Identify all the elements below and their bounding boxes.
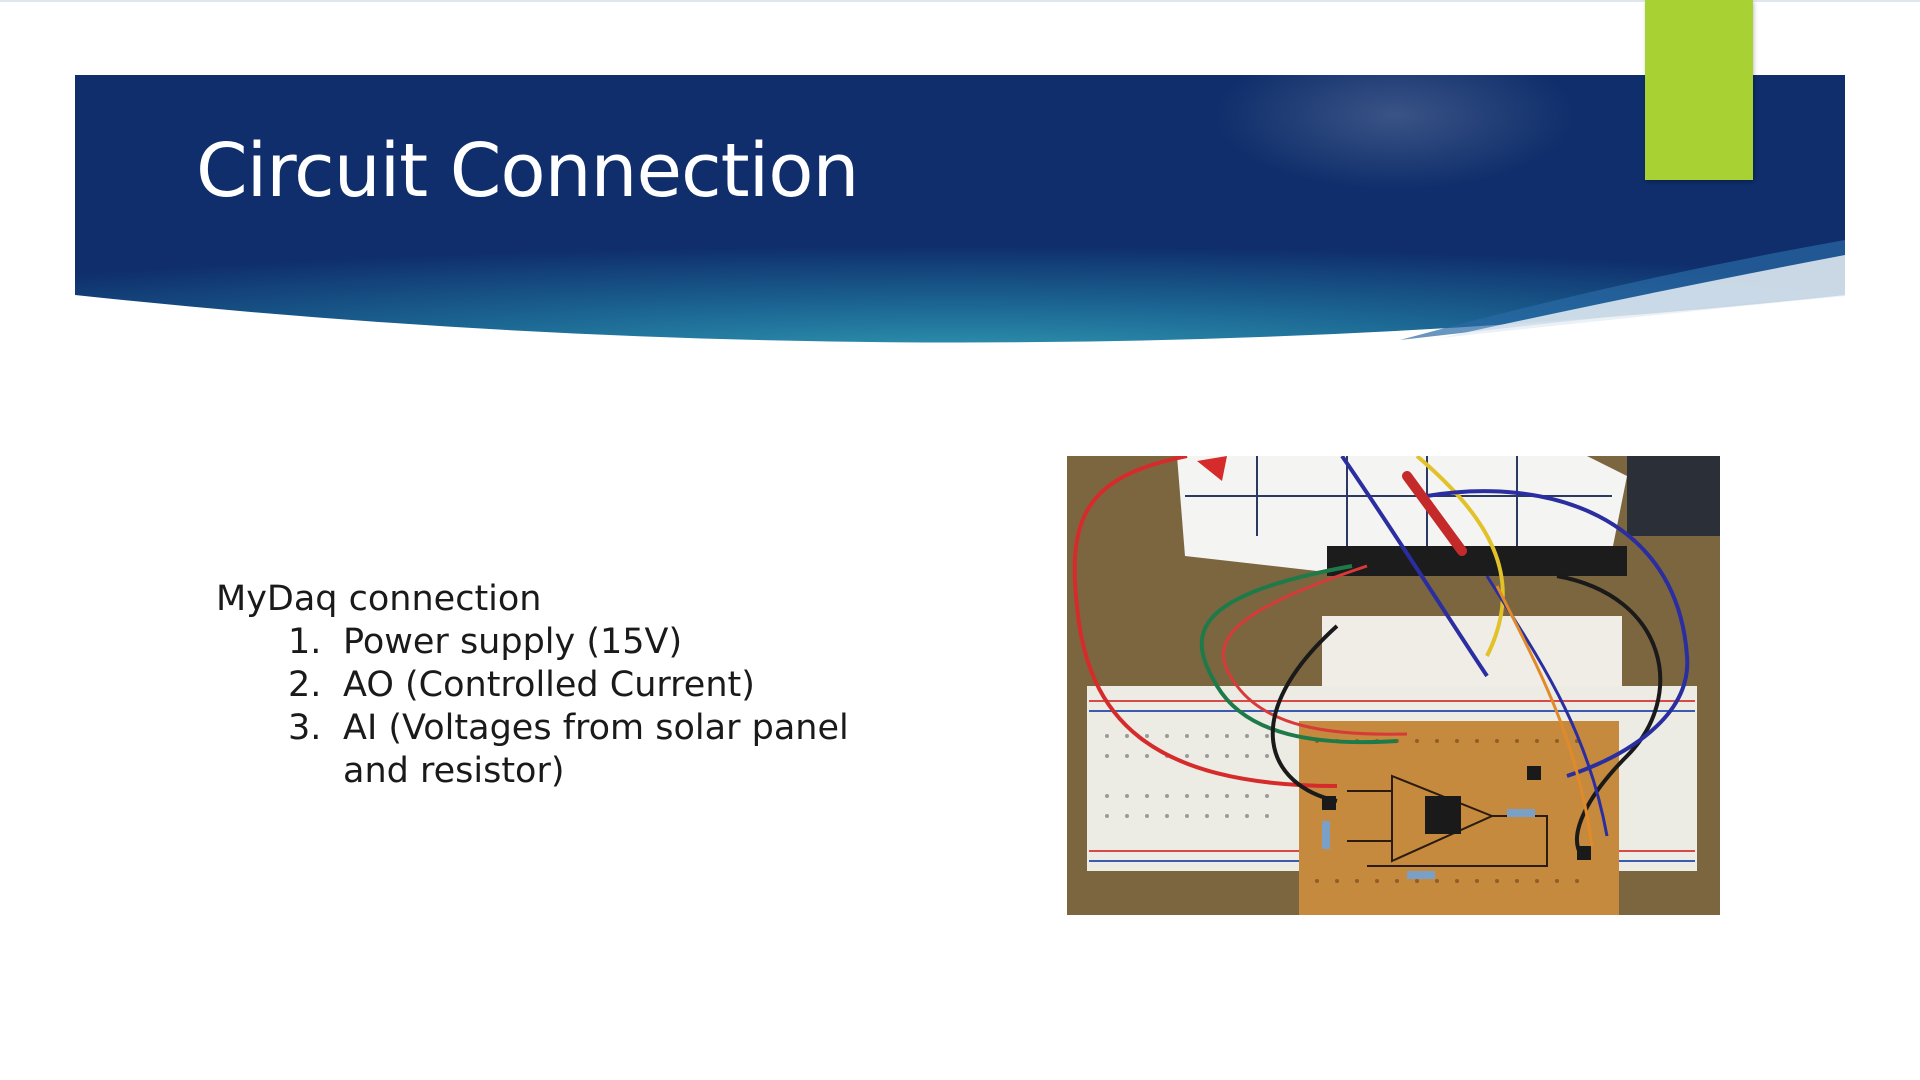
list-item: 2. AO (Controlled Current) — [216, 664, 916, 707]
list-number: 3. — [288, 708, 322, 748]
body-text: MyDaq connection 1. Power supply (15V) 2… — [216, 578, 916, 793]
list-item: 1. Power supply (15V) — [216, 621, 916, 664]
title-banner — [75, 40, 1845, 343]
connection-list: 1. Power supply (15V) 2. AO (Controlled … — [216, 621, 916, 793]
list-text: AI (Voltages from solar panel and resist… — [343, 708, 849, 791]
list-text: Power supply (15V) — [343, 622, 683, 662]
circuit-photo-icon — [1067, 456, 1720, 915]
list-number: 1. — [288, 622, 322, 662]
list-item: 3. AI (Voltages from solar panel and res… — [216, 707, 916, 793]
accent-tab — [1645, 0, 1753, 180]
list-number: 2. — [288, 665, 322, 705]
list-text: AO (Controlled Current) — [343, 665, 755, 705]
slide-title: Circuit Connection — [196, 128, 859, 214]
top-rule — [0, 0, 1920, 2]
lead-text: MyDaq connection — [216, 579, 542, 619]
